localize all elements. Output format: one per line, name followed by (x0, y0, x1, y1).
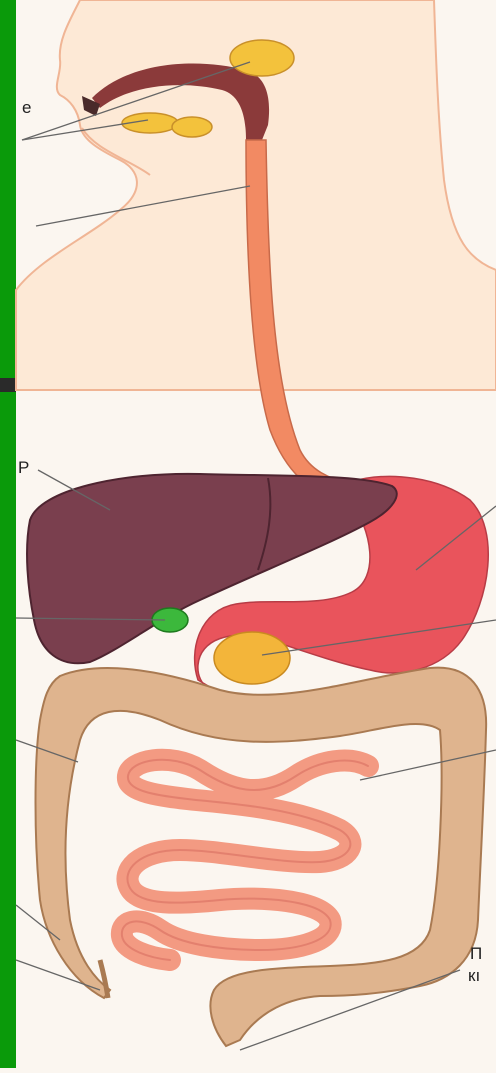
pancreas (214, 632, 290, 684)
slide-green-strip-top (0, 0, 16, 380)
label-rectum-line2: кı (468, 966, 480, 986)
slide-green-strip-bottom (0, 392, 16, 1068)
sublingual-gland (172, 117, 212, 137)
label-rectum-line1: П (470, 944, 482, 964)
slide-dark-band (0, 378, 16, 392)
label-liver-fragment: Р (18, 458, 29, 478)
parotid-gland (230, 40, 294, 76)
label-salivary-fragment: е (22, 98, 31, 118)
